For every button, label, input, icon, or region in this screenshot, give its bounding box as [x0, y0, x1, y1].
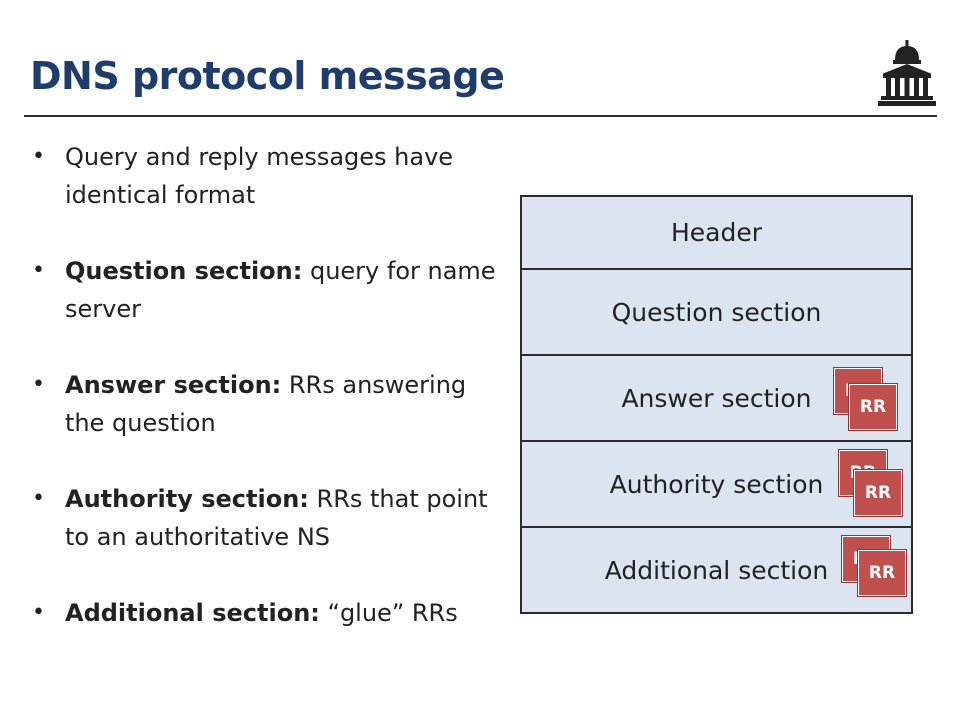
section-label: Additional section — [604, 555, 829, 585]
title-divider — [24, 115, 937, 117]
additional-section: Additional section RR RR — [520, 528, 913, 614]
rr-badge: RR — [854, 470, 902, 516]
bullet-list: • Query and reply messages have identica… — [28, 138, 498, 670]
authority-section: Authority section RR RR — [520, 442, 913, 528]
bullet-bold: Question section: — [65, 257, 303, 285]
bullet-bold: Additional section: — [65, 599, 320, 627]
section-label: Question section — [611, 297, 822, 327]
section-label: Authority section — [609, 469, 824, 499]
bullet-text: RRs that point to an authoritative NS — [65, 485, 488, 551]
slide-title: DNS protocol message — [30, 54, 505, 98]
bullet-bold: Answer section: — [65, 371, 282, 399]
section-label: Header — [670, 218, 763, 247]
bullet-item: • Authority section: RRs that point to a… — [28, 480, 498, 556]
bullet-item: • Query and reply messages have identica… — [28, 138, 498, 214]
bullet-text: “glue” RRs — [319, 599, 458, 627]
bullet-dot: • — [32, 258, 45, 283]
bullet-bold: Authority section: — [65, 485, 309, 513]
bullet-text: query for name server — [65, 257, 496, 323]
bullet-item: • Answer section: RRs answering the ques… — [28, 366, 498, 442]
rr-badge: RR — [858, 550, 906, 596]
bullet-dot: • — [32, 486, 45, 511]
answer-section: Answer section RR RR — [520, 356, 913, 442]
section-label: Answer section — [621, 383, 812, 413]
bullet-text: RRs answering the question — [65, 371, 467, 437]
dns-message-diagram: Header Question section Answer section R… — [520, 195, 913, 614]
header-section: Header — [520, 195, 913, 270]
bullet-dot: • — [32, 372, 45, 397]
question-section: Question section — [520, 270, 913, 356]
bullet-item: • Question section: query for name serve… — [28, 252, 498, 328]
rr-badge: RR — [849, 384, 897, 430]
bullet-text: Query and reply messages have identical … — [65, 143, 454, 209]
bullet-dot: • — [32, 600, 45, 625]
bullet-item: • Additional section: “glue” RRs — [28, 594, 498, 632]
university-building-icon — [878, 40, 936, 106]
bullet-dot: • — [32, 144, 45, 169]
